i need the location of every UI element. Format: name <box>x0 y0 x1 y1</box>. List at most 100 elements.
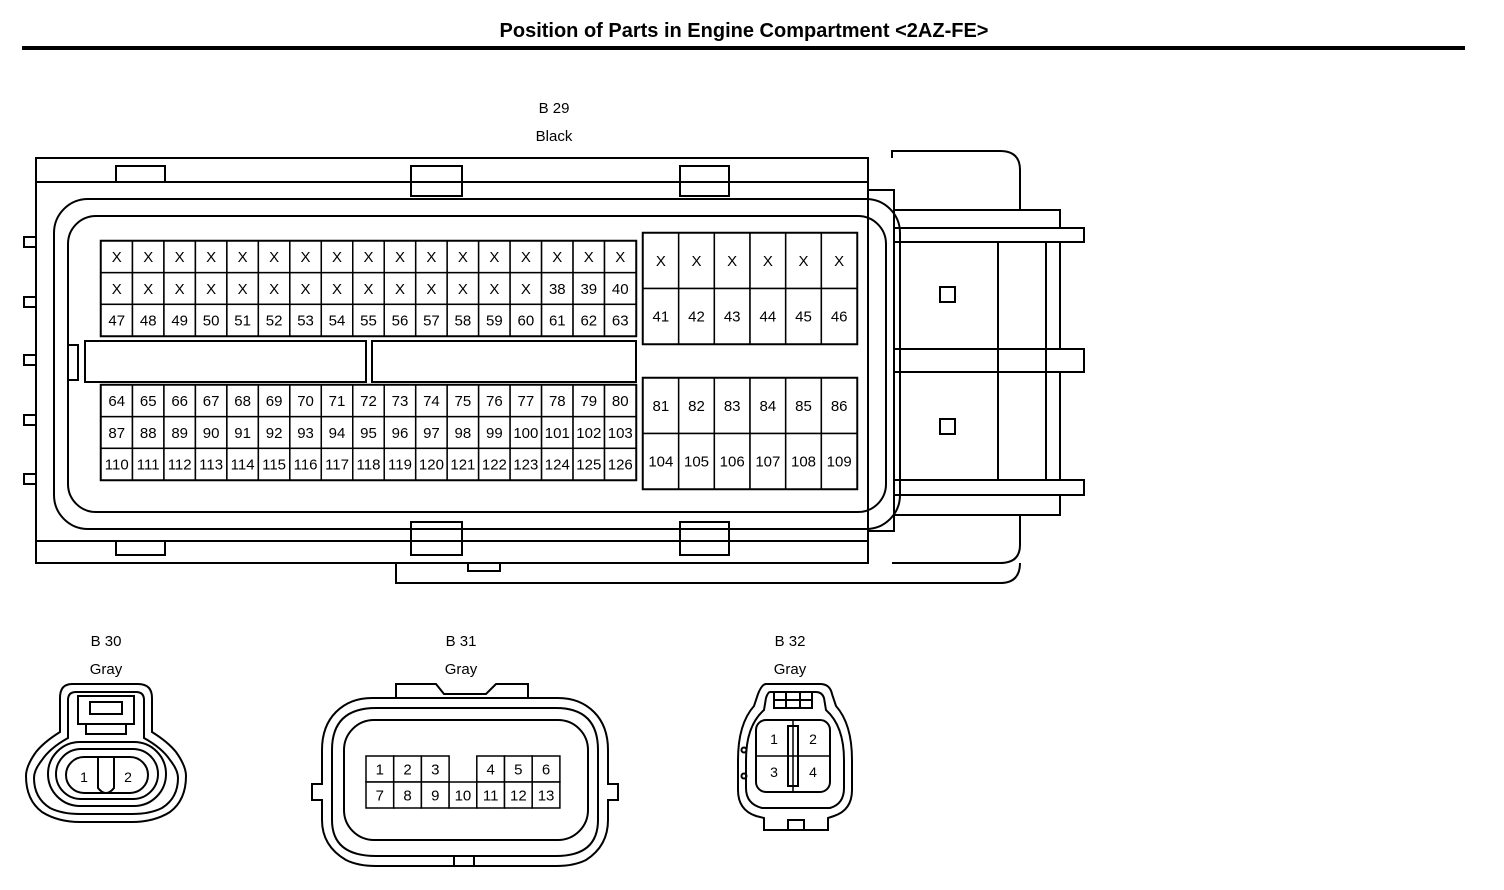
pin-label: 74 <box>423 393 440 410</box>
pin-cell <box>414 384 448 418</box>
pin-label: 6 <box>542 761 550 778</box>
pin-label: 120 <box>419 457 444 474</box>
pin-cell <box>257 447 291 481</box>
pin-cell <box>476 781 506 809</box>
pin-cell <box>446 303 480 337</box>
pin-label: 67 <box>203 393 220 410</box>
pin-cell <box>531 781 561 809</box>
pin-label: 110 <box>105 457 129 474</box>
pin-label: 43 <box>724 309 741 326</box>
b29-lock-window <box>939 418 956 435</box>
pin-label: 76 <box>486 393 503 410</box>
pin-cell <box>820 232 858 290</box>
pin-unused-mark: X <box>656 253 666 270</box>
pin-cell <box>392 781 423 809</box>
pin-label: 90 <box>203 425 220 442</box>
pin-cell <box>194 447 228 481</box>
pin-cell <box>540 447 574 481</box>
pin-cell <box>503 781 533 809</box>
pin-cell <box>257 271 291 306</box>
pin-cell <box>163 271 197 306</box>
pin-cell <box>446 271 480 306</box>
pin-label: 48 <box>140 313 157 330</box>
pin-cell <box>820 377 858 435</box>
pin-cell <box>603 415 637 450</box>
pin-label: 92 <box>266 425 283 442</box>
pin-cell <box>365 781 395 809</box>
pin-label: 58 <box>455 313 472 330</box>
pin-unused-mark: X <box>112 281 122 298</box>
pin-label: 75 <box>455 393 472 410</box>
pin-cell <box>420 755 450 783</box>
pin-cell <box>642 432 680 490</box>
pin-label: 122 <box>482 457 507 474</box>
pin-unused-mark: X <box>143 249 153 266</box>
pin-label: 55 <box>360 313 377 330</box>
pin-label: 49 <box>171 313 188 330</box>
pin-unused-mark: X <box>238 249 248 266</box>
pin-label: 81 <box>652 398 669 415</box>
pin-cell <box>100 447 134 481</box>
pin-label: 73 <box>392 393 409 410</box>
pin-label: 99 <box>486 425 503 442</box>
b31-color-label: Gray <box>444 661 478 678</box>
pin-cell <box>603 447 637 481</box>
b31-face <box>343 719 589 841</box>
pin-cell <box>477 303 511 337</box>
pin-label: 116 <box>294 457 318 474</box>
pin-cell <box>446 447 480 481</box>
b29-center-slot <box>84 340 367 383</box>
pin-label: 77 <box>518 393 535 410</box>
pin-cell <box>226 240 260 274</box>
b29-side-nub <box>23 354 37 366</box>
pin-label: 46 <box>831 309 848 326</box>
pin-label: 62 <box>580 313 597 330</box>
pin-label: 69 <box>266 393 283 410</box>
pin-cell <box>352 240 385 274</box>
pin-label: 114 <box>231 457 255 474</box>
pin-label: 42 <box>688 309 705 326</box>
b32-center-key <box>787 725 799 787</box>
pin-label: 119 <box>388 457 412 474</box>
pin-label: 89 <box>171 425 188 442</box>
b29-bottom-clip <box>410 521 463 556</box>
pin-cell <box>131 271 165 306</box>
pin-cell <box>784 432 823 490</box>
pin-unused-mark: X <box>175 281 185 298</box>
pin-cell <box>540 303 574 337</box>
pin-unused-mark: X <box>691 253 701 270</box>
pin-cell <box>420 781 450 809</box>
pin-cell <box>352 384 385 418</box>
pin-unused-mark: X <box>143 281 153 298</box>
pin-label: 109 <box>827 454 852 471</box>
pin-unused-mark: X <box>332 249 342 266</box>
pin-cell <box>784 232 823 290</box>
pin-label: 111 <box>137 457 160 474</box>
pin-cell <box>820 287 858 345</box>
pin-cell <box>509 447 543 481</box>
pin-label: 124 <box>545 457 570 474</box>
pin-unused-mark: X <box>363 281 373 298</box>
pin-label: 54 <box>329 313 346 330</box>
pin-cell <box>603 303 637 337</box>
pin-label: 60 <box>518 313 535 330</box>
pin-label: 118 <box>357 457 381 474</box>
pin-label: 51 <box>234 313 251 330</box>
pin-label: 41 <box>652 309 669 326</box>
pin-label: 3 <box>431 761 439 778</box>
page-title: Position of Parts in Engine Compartment … <box>499 20 989 42</box>
pin-unused-mark: X <box>763 253 773 270</box>
b31-code-label: B 31 <box>445 633 477 650</box>
b29-housing <box>35 157 869 564</box>
pin-unused-mark: X <box>238 281 248 298</box>
b29-lock-plate <box>867 189 895 532</box>
pin-cell <box>320 271 354 306</box>
pin-cell <box>749 377 787 435</box>
pin-label: 108 <box>791 454 816 471</box>
pin-cell <box>642 377 680 435</box>
pin-label: 65 <box>140 393 157 410</box>
